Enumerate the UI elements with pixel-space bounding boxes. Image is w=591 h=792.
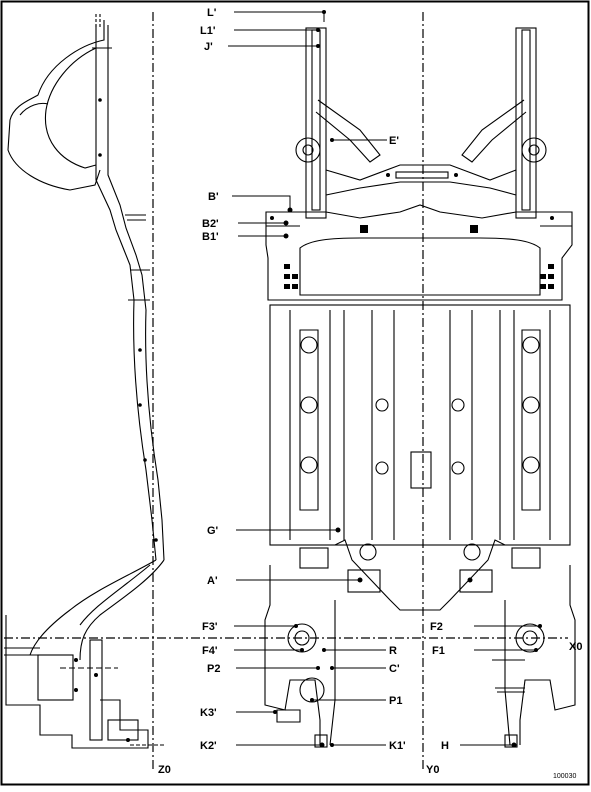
label-G-prime: G' [207, 525, 219, 537]
rear-right-inner [504, 600, 511, 746]
side-view [4, 14, 165, 749]
label-K3-prime: K3' [200, 707, 217, 719]
floor-slot-left [299, 329, 319, 511]
label-B1-prime: B1' [202, 231, 219, 243]
side-lower-box [37, 654, 74, 701]
side-rail-left [133, 299, 157, 561]
front-crossmember-bottom [325, 181, 517, 196]
rear-pad-right [511, 547, 541, 569]
a-bracket-left [347, 569, 381, 593]
h-tab [504, 734, 518, 748]
rear-right-member [519, 565, 576, 745]
label-J-prime: J' [204, 41, 213, 53]
f3-left-mount-inner [294, 630, 310, 646]
k3-bracket [276, 709, 301, 723]
side-rail-right [145, 309, 165, 561]
right-upright [515, 27, 537, 219]
reference-number: 100030 [553, 773, 576, 780]
rear-left-inner [329, 600, 336, 746]
floor-slot-right [521, 329, 541, 511]
label-F1: F1 [432, 645, 445, 657]
side-arch-mid [79, 564, 151, 626]
side-upper-left [95, 25, 135, 301]
f2-right-mount-inner [522, 630, 538, 646]
label-E-prime: E' [389, 135, 399, 147]
crossmember-slot [395, 171, 449, 179]
tunnel-plate [410, 451, 432, 489]
axis-label-z0: Z0 [158, 764, 171, 776]
rear-crossmember [270, 539, 570, 611]
upper-subframe-inner [299, 237, 541, 296]
right-strut [461, 99, 527, 163]
label-F2: F2 [430, 621, 443, 633]
label-K2-prime: K2' [200, 740, 217, 752]
label-B2-prime: B2' [202, 218, 219, 230]
side-dome-outer [7, 20, 105, 191]
left-tower [295, 137, 321, 163]
front-crossmember-top [325, 164, 517, 181]
axis-lines [4, 12, 568, 770]
axis-label-x0: X0 [569, 641, 582, 653]
label-B-prime: B' [208, 191, 219, 203]
left-upright-inner [311, 29, 321, 211]
left-tower-hole [302, 144, 314, 156]
side-lower-bracket [107, 719, 139, 741]
rear-mount-left [359, 543, 377, 561]
axis-label-y0: Y0 [426, 764, 439, 776]
side-view-points [74, 98, 158, 742]
right-upright-inner [521, 29, 531, 211]
label-K1-prime: K1' [389, 740, 406, 752]
label-R: R [389, 645, 397, 657]
label-C-prime: C' [389, 663, 400, 675]
right-tower [521, 137, 547, 163]
rear-left-member [264, 565, 321, 745]
left-upright [305, 27, 327, 219]
top-view [264, 27, 576, 748]
label-P2: P2 [207, 663, 220, 675]
reference-dots [270, 10, 554, 748]
side-upper-right [107, 25, 147, 311]
side-arch-inner [79, 559, 165, 661]
label-A-prime: A' [207, 575, 218, 587]
left-strut [315, 99, 381, 163]
rear-mount-right [463, 543, 481, 561]
side-arch-outer [29, 559, 157, 656]
rear-pad-left [299, 547, 329, 569]
black-markers [284, 225, 554, 289]
label-F3-prime: F3' [202, 621, 218, 633]
label-P1: P1 [389, 695, 402, 707]
f2-right-mount [515, 623, 545, 653]
label-L-prime: L' [207, 7, 217, 19]
right-tower-hole [528, 144, 540, 156]
side-lower-post [89, 639, 103, 741]
floor-panel [269, 304, 571, 546]
side-dome-inner [44, 47, 97, 169]
leader-lines [228, 11, 540, 746]
label-H: H [441, 740, 449, 752]
side-lower-outline [5, 615, 149, 749]
label-L1-prime: L1' [200, 25, 216, 37]
leader-B-prime [232, 195, 291, 210]
a-bracket-right [459, 569, 493, 593]
upper-subframe [265, 204, 573, 301]
label-F4-prime: F4' [202, 645, 218, 657]
side-dome-lip [19, 102, 49, 116]
